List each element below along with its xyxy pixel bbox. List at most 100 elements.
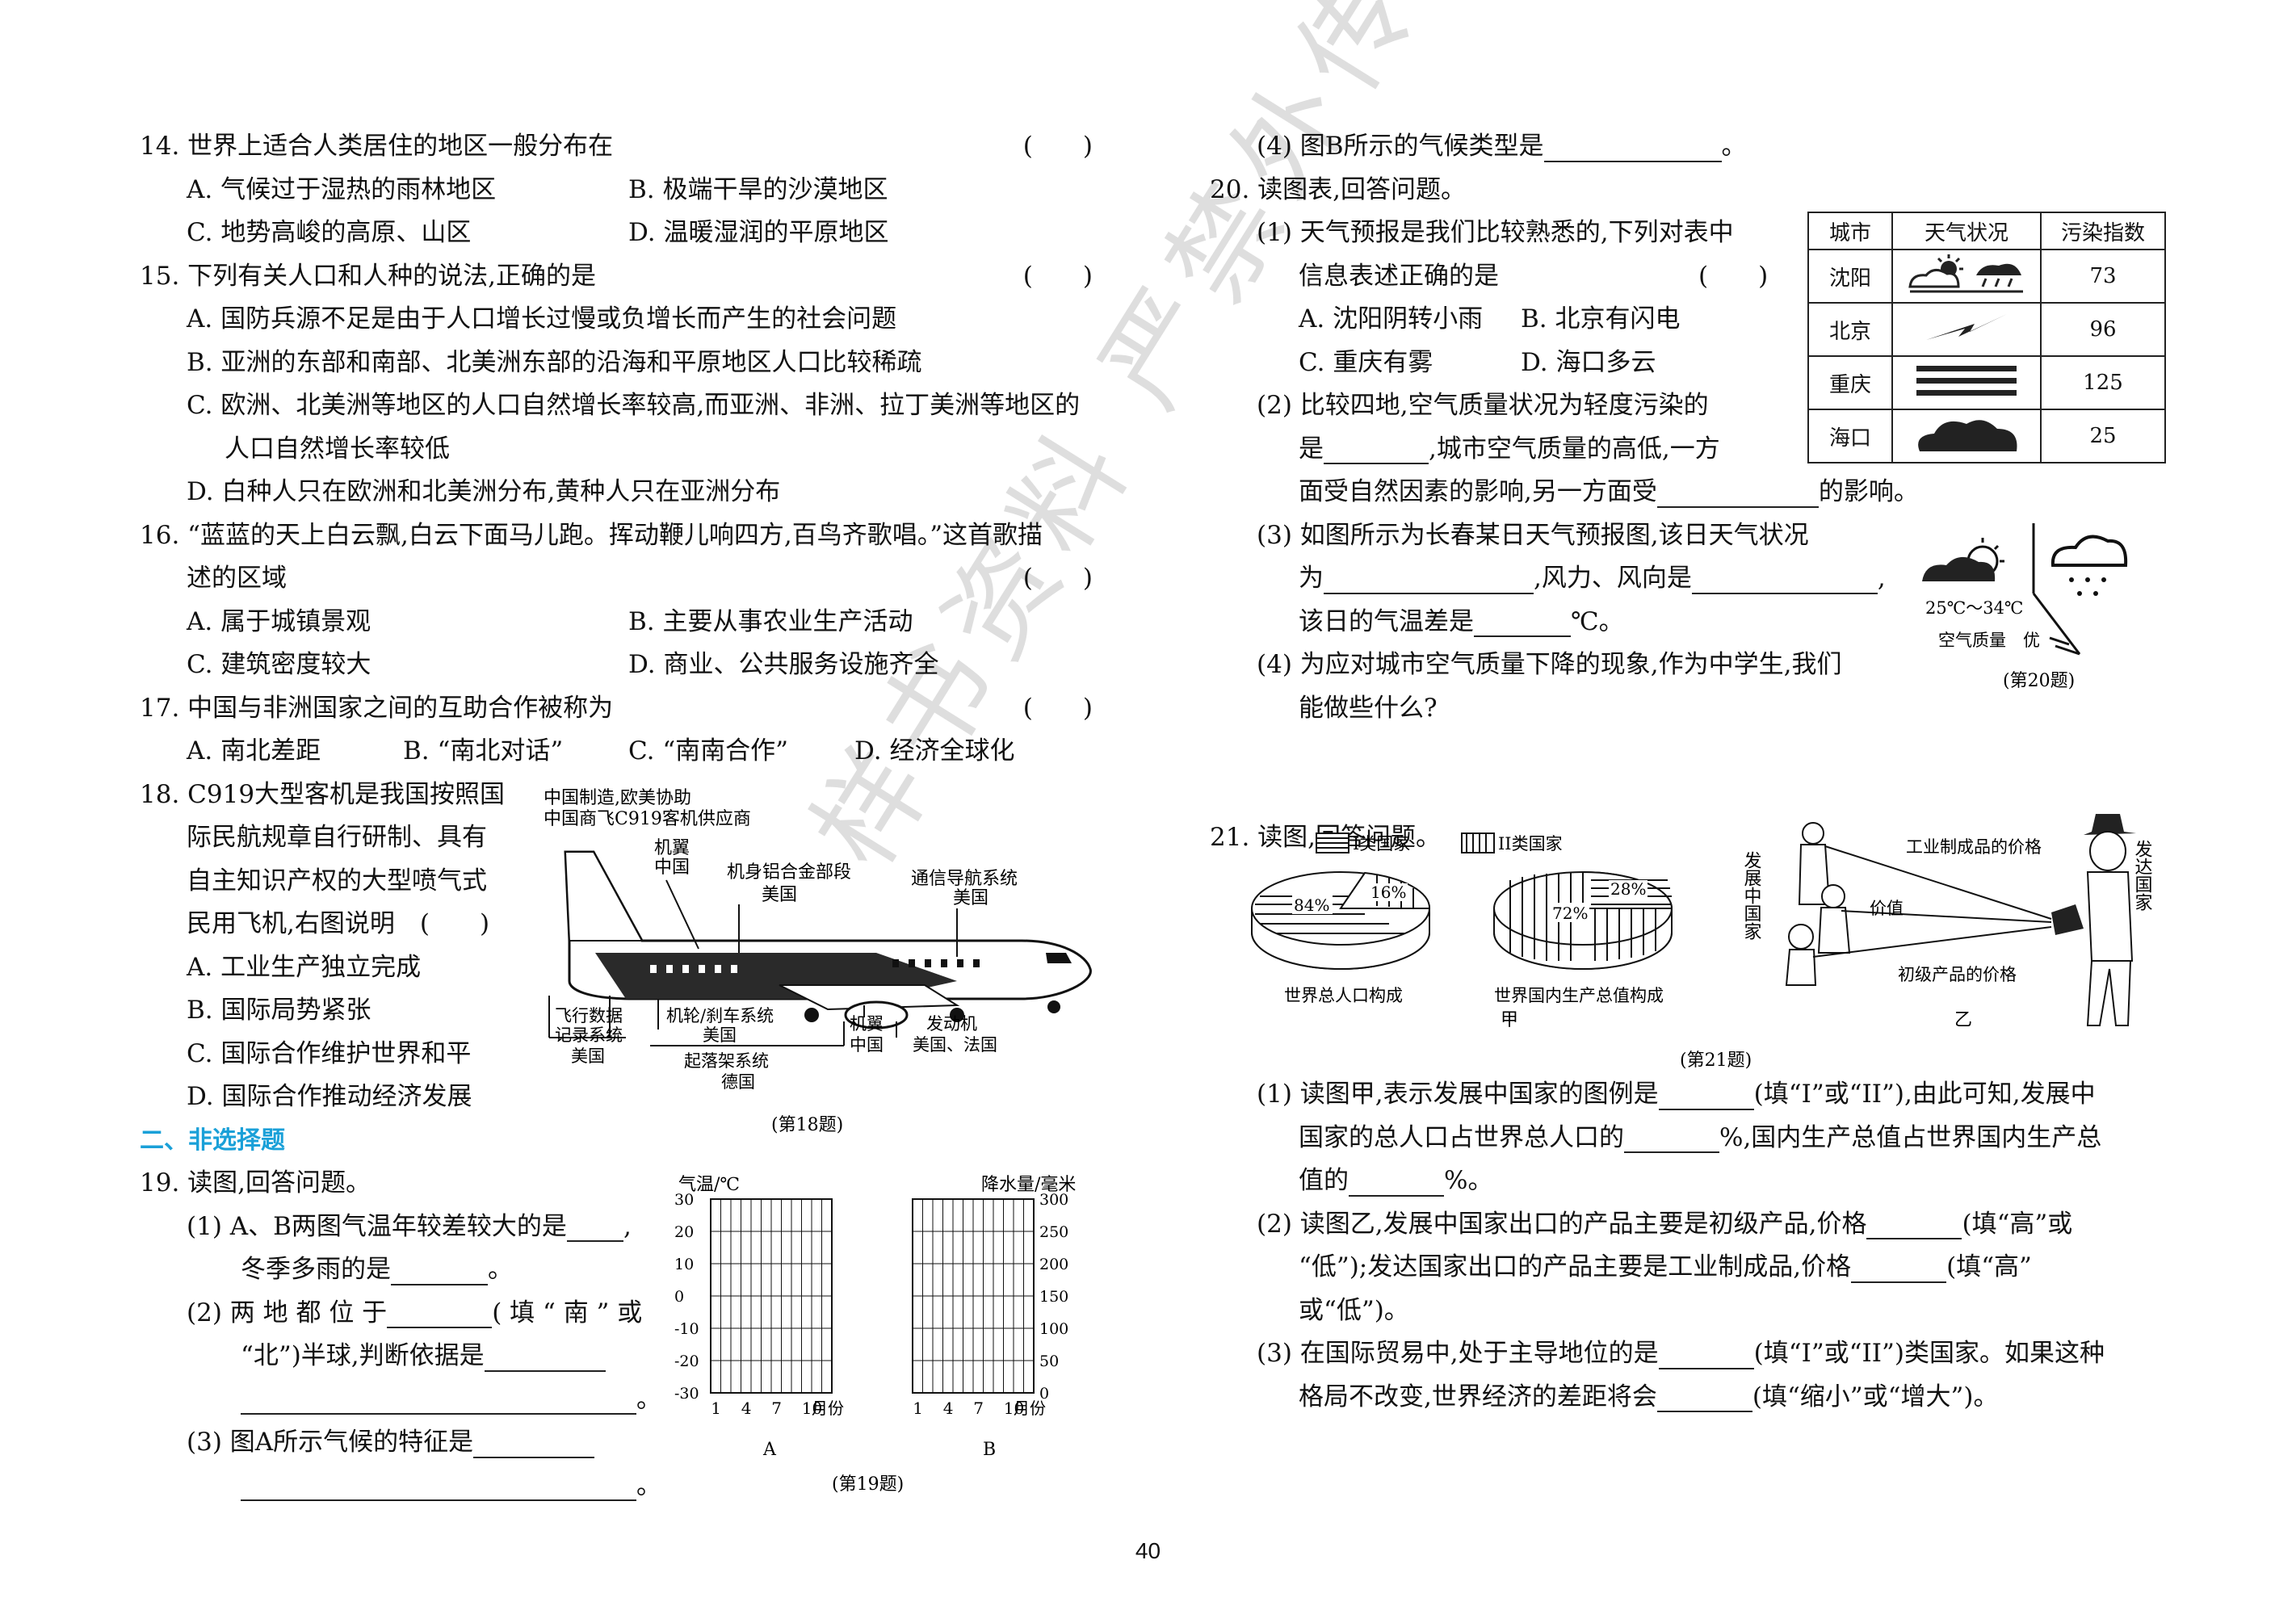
wing (779, 984, 960, 1011)
sub-question-cont: 该日的气温差是 (1299, 606, 1474, 636)
lightning-icon (1926, 313, 2007, 340)
answer-blank[interactable] (473, 1429, 595, 1458)
answer-blank[interactable] (241, 1472, 636, 1501)
adult-figure-icon (1802, 822, 1824, 845)
sub-question-cont: “北”)半球,判断依据是 (241, 1341, 485, 1370)
x-tick-label: 10 (802, 1399, 822, 1418)
sub-question-cont: 值的 (1299, 1166, 1349, 1195)
answer-blank[interactable] (1656, 479, 1819, 508)
label-flight-recorder: 飞行数据 (555, 1006, 623, 1025)
option-c: C. 地势高峻的高原、山区 (187, 218, 472, 247)
precip-tick-label: 100 (1039, 1320, 1068, 1338)
temperature-range: 25℃～34℃ (1925, 598, 2023, 618)
precip-tick-label: 250 (1039, 1223, 1068, 1241)
legend-type-2: II类国家 (1498, 834, 1563, 853)
x-unit-label: 月份 (1014, 1399, 1046, 1418)
answer-paren: ( ) (1022, 693, 1093, 723)
label-developing-countries: 发展中国家 (1741, 851, 1762, 940)
pie-label: 28% (1610, 879, 1646, 899)
answer-blank[interactable] (1474, 608, 1571, 637)
sub-question-cont: (填“高” (1946, 1252, 2032, 1281)
option-d: D. 商业、公共服务设施齐全 (628, 650, 939, 679)
airplane-diagram: 中国制造,欧美协助 中国商飞C919客机供应商 C919 机翼 中国 机身铝合金… (544, 788, 1092, 1135)
answer-blank[interactable] (241, 1386, 636, 1415)
sub-question: (2) 比较四地,空气质量状况为轻度污染的 (1257, 391, 1709, 420)
option-b: B. 极端干旱的沙漠地区 (628, 174, 888, 204)
answer-blank[interactable] (1691, 565, 1878, 594)
answer-blank[interactable] (1349, 1168, 1444, 1197)
label-country: 美国 (571, 1046, 605, 1066)
punct: , (1877, 564, 1886, 593)
sub-question: (1) 天气预报是我们比较熟悉的,下列对表中 (1257, 218, 1734, 247)
answer-blank[interactable] (1624, 1124, 1719, 1153)
sub-question-cont: (填“缩小”或“增大”)。 (1752, 1382, 1999, 1411)
sub-question-cont: 国家的总人口占世界总人口的 (1299, 1122, 1624, 1152)
question-18: 18. C919大型客机是我国按照国 (140, 779, 506, 809)
fig-header-2: 中国商飞C919客机供应商 (544, 809, 751, 829)
precip-tick-label: 0 (1039, 1385, 1049, 1403)
answer-blank[interactable] (1324, 565, 1534, 594)
question-15: 15. 下列有关人口和人种的说法,正确的是( ) (140, 255, 1093, 299)
answer-blank[interactable] (387, 1299, 493, 1328)
x-tick-label: 1 (711, 1399, 721, 1418)
answer-blank[interactable] (1658, 1340, 1754, 1369)
sub-question: (2) 读图乙,发展中国家出口的产品主要是初级产品,价格 (1257, 1209, 1867, 1239)
answer-blank[interactable] (1866, 1210, 1962, 1239)
sub-question-cont: ,风力、风向是 (1534, 564, 1692, 593)
x-tick-label: 4 (943, 1399, 954, 1418)
figure-caption: (第18题) (771, 1115, 843, 1135)
table-row: 海口 25 (1807, 409, 2166, 463)
answer-blank[interactable] (1658, 1081, 1754, 1110)
answer-blank[interactable] (484, 1343, 606, 1372)
label-country: 美国 (953, 888, 988, 908)
answer-blank[interactable] (1324, 435, 1429, 464)
x-unit-label: 月份 (812, 1399, 844, 1418)
pie-label: 84% (1294, 895, 1329, 915)
label-nav-system: 通信导航系统 (911, 869, 1018, 889)
figure-caption: (第20题) (2003, 671, 2075, 691)
precip-tick-label: 300 (1039, 1191, 1068, 1209)
punct: , (623, 1211, 632, 1241)
question-16: 16. “蓝蓝的天上白云飘,白云下面马儿跑。挥动鞭儿响四方,百鸟齐歌唱。”这首歌… (140, 520, 1043, 550)
axis-label-precipitation: 降水量/毫米 (981, 1175, 1076, 1195)
pie-gdp: 72% 28% 世界国内生产总值构成 甲 (1493, 870, 1673, 1030)
label-value: 价值 (1870, 899, 1904, 918)
pollution-index-cell: 73 (2040, 249, 2166, 304)
option-b: B. 亚洲的东部和南部、北美洲东部的沿海和平原地区人口比较稀疏 (187, 347, 922, 377)
sub-question: (1) A、B两图气温年较差较大的是 (187, 1211, 567, 1241)
answer-blank[interactable] (1851, 1254, 1947, 1283)
answer-paren: ( ) (1022, 132, 1093, 161)
option-b: B. 北京有闪电 (1521, 304, 1681, 333)
sub-question: (1) 读图甲,表示发展中国家的图例是 (1257, 1080, 1659, 1109)
figure-caption: (第19题) (832, 1474, 904, 1495)
figure-part-label: 甲 (1501, 1010, 1518, 1030)
wind-symbol (2032, 593, 2081, 655)
option-a: A. 工业生产独立完成 (187, 952, 422, 982)
q20-weather-table: 城市天气状况污染指数 沈阳 73 北京 96 重庆 125 海口 25 (1807, 212, 2166, 463)
answer-blank[interactable] (1656, 1383, 1752, 1412)
option-c: C. “南南合作” (628, 736, 789, 765)
label-industrial-price: 工业制成品的价格 (1906, 837, 2042, 857)
question-20: 20. 读图表,回答问题。 (1210, 174, 1467, 204)
option-d: D. 温暖湿润的平原地区 (628, 218, 889, 247)
answer-blank[interactable] (566, 1213, 623, 1242)
fig-header-1: 中国制造,欧美协助 (544, 788, 691, 808)
sub-question-cont: 能做些什么? (1299, 693, 1438, 723)
legend-type-1: I类国家 (1353, 834, 1410, 853)
option-d: D. 海口多云 (1521, 347, 1656, 377)
precip-tick-label: 200 (1039, 1256, 1068, 1273)
sub-question: (2) 两 地 都 位 于 (187, 1298, 388, 1327)
sub-question: (3) 图A所示气候的特征是 (187, 1428, 474, 1457)
option-d: D. 国际合作推动经济发展 (187, 1082, 472, 1111)
answer-blank[interactable] (1543, 133, 1722, 162)
pollution-index-cell: 96 (2040, 302, 2166, 357)
answer-blank[interactable] (391, 1256, 488, 1285)
x-tick-label: 7 (771, 1399, 782, 1418)
weather-cell (1891, 249, 2042, 304)
question-19: 19. 读图,回答问题。 (140, 1168, 371, 1197)
figure-caption: (第21题) (1680, 1051, 1752, 1071)
q20-forecast-figure: 25℃～34℃ 空气质量 优 (第20题) (1914, 517, 2156, 702)
question-stem: 14. 世界上适合人类居住的地区一般分布在 (140, 132, 614, 161)
question-stem-cont: 民用飞机,右图说明 ( ) (187, 909, 490, 938)
